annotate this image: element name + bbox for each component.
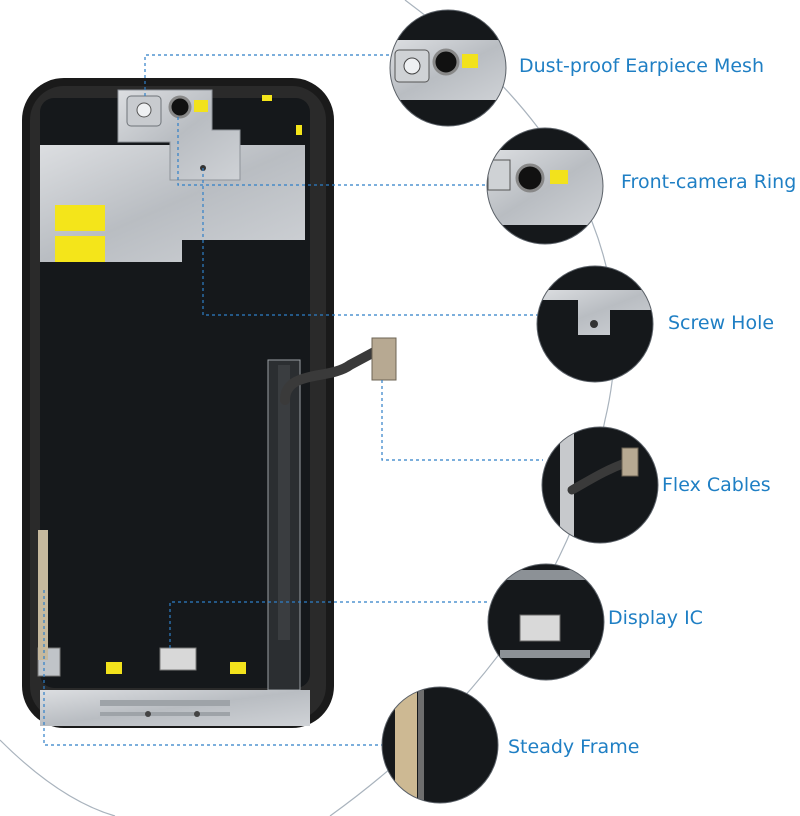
connecting-arc bbox=[329, 0, 616, 816]
leader-display-ic bbox=[169, 601, 488, 648]
label-steady-frame: Steady Frame bbox=[508, 736, 640, 758]
leader-earpiece bbox=[144, 54, 392, 96]
bottom-frame bbox=[40, 690, 310, 726]
yellow-tape bbox=[55, 205, 105, 231]
display-ic-chip bbox=[159, 647, 197, 671]
label-front-camera-ring: Front-camera Ring bbox=[621, 171, 797, 193]
zoom-screw-hole-circle bbox=[536, 265, 654, 383]
leader-flex-cables bbox=[381, 380, 543, 461]
screen-assembly bbox=[22, 78, 397, 728]
zoom-flex-cables-circle bbox=[541, 426, 659, 544]
zoom-display-ic-circle bbox=[487, 563, 605, 681]
front-camera-ring bbox=[168, 95, 192, 119]
zoom-earpiece-circle bbox=[389, 9, 507, 127]
label-display-ic: Display IC bbox=[608, 607, 703, 629]
leader-lines bbox=[43, 54, 543, 746]
flex-connector bbox=[371, 337, 397, 381]
label-flex-cables: Flex Cables bbox=[662, 474, 771, 496]
flex-cable bbox=[280, 345, 383, 405]
connecting-arc-left bbox=[0, 739, 116, 816]
label-screw-hole: Screw Hole bbox=[668, 312, 775, 334]
leader-front-camera bbox=[177, 117, 487, 186]
leader-screw-hole bbox=[202, 168, 538, 316]
label-earpiece-mesh: Dust-proof Earpiece Mesh bbox=[519, 55, 764, 77]
leader-steady-frame bbox=[43, 590, 382, 746]
zoom-front-camera-circle bbox=[486, 127, 604, 245]
zoom-steady-frame-circle bbox=[381, 686, 499, 804]
